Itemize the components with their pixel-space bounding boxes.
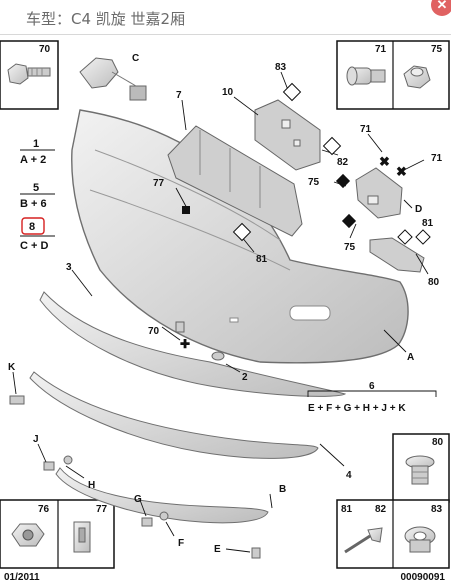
clip-71-icon xyxy=(346,66,386,86)
group-8-number: 8 xyxy=(29,221,35,233)
box-label-76: 76 xyxy=(38,504,50,515)
label-71-b: 71 xyxy=(431,153,443,164)
box-label-75: 75 xyxy=(431,44,443,55)
close-icon: ✕ xyxy=(436,0,448,12)
part-box-71-75[interactable]: 71 75 xyxy=(336,40,450,110)
push-clip-80-icon xyxy=(405,455,435,485)
rivet-81-icon xyxy=(344,527,383,554)
label-10: 10 xyxy=(222,87,234,98)
box-label-70: 70 xyxy=(39,44,51,55)
box-label-82: 82 xyxy=(375,504,387,515)
bracket-C-icon xyxy=(79,57,147,101)
footer-code: 00090091 xyxy=(400,572,446,583)
box-label-83: 83 xyxy=(431,504,443,515)
marker-x-a: ✖ xyxy=(379,154,390,169)
label-F: F xyxy=(178,538,184,549)
marker-plus: ✚ xyxy=(180,337,190,351)
group-1-number: 1 xyxy=(33,138,39,150)
label-82: 82 xyxy=(337,157,349,168)
group-8-legend[interactable]: 8 C + D xyxy=(20,217,55,252)
group-5-number: 5 xyxy=(33,182,39,194)
label-6: 6 xyxy=(369,381,375,392)
screw-G-icon xyxy=(141,517,153,527)
clip-77-icon xyxy=(73,521,91,553)
nut-75-icon xyxy=(403,65,431,89)
clip-H-icon xyxy=(63,455,73,465)
screw-70-icon xyxy=(175,321,185,333)
label-4: 4 xyxy=(346,470,352,481)
label-75-a: 75 xyxy=(308,177,320,188)
side-bracket-D[interactable] xyxy=(355,167,403,219)
label-3: 3 xyxy=(66,262,72,273)
label-81-a: 81 xyxy=(422,218,434,229)
label-80: 80 xyxy=(428,277,440,288)
label-D: D xyxy=(415,204,422,215)
box-label-81: 81 xyxy=(341,504,353,515)
header-bar: 车型：C4 凯旋 世嘉2厢 xyxy=(0,0,451,35)
part-box-80[interactable]: 80 xyxy=(392,433,450,503)
kit-6-letters: E + F + G + H + J + K xyxy=(308,403,406,414)
label-75-b: 75 xyxy=(344,242,356,253)
label-83: 83 xyxy=(275,62,287,73)
footer-date: 01/2011 xyxy=(4,572,40,583)
page-title: 车型：C4 凯旋 世嘉2厢 xyxy=(26,10,186,28)
leader-lines xyxy=(12,71,437,553)
label-70: 70 xyxy=(148,326,160,337)
nut-76-icon xyxy=(11,523,45,547)
screw-J-icon xyxy=(43,461,55,471)
screw-K-icon xyxy=(9,395,25,405)
label-K: K xyxy=(8,362,16,373)
box-label-77: 77 xyxy=(96,504,108,515)
group-1-legend: 1 A + 2 xyxy=(20,138,55,166)
box-label-80: 80 xyxy=(432,437,444,448)
diffuser-4[interactable] xyxy=(29,371,319,459)
group-5-letters: B + 6 xyxy=(20,198,47,210)
label-A: A xyxy=(407,352,414,363)
group-5-legend: 5 B + 6 xyxy=(20,182,55,210)
group-1-letters: A + 2 xyxy=(20,154,46,166)
label-2: 2 xyxy=(242,372,248,383)
box-label-71: 71 xyxy=(375,44,387,55)
close-button[interactable]: ✕ xyxy=(431,0,451,16)
pin-2-icon xyxy=(211,351,225,361)
part-box-81-82-83[interactable]: 81 82 83 xyxy=(336,499,450,569)
label-E: E xyxy=(214,544,221,555)
label-C: C xyxy=(132,53,139,64)
label-B: B xyxy=(279,484,286,495)
grommet-83-icon xyxy=(404,526,436,553)
lower-trim-B[interactable] xyxy=(55,467,269,524)
label-77: 77 xyxy=(153,178,165,189)
impact-absorber-7[interactable] xyxy=(167,125,303,237)
marker-set: ✖ ✖ ✚ xyxy=(180,82,431,351)
part-box-70[interactable]: 70 xyxy=(0,40,59,110)
clip-F-icon xyxy=(159,511,169,521)
label-81-b: 81 xyxy=(256,254,268,265)
bolt-70-icon xyxy=(7,63,51,85)
marker-x-b: ✖ xyxy=(396,164,407,179)
screw-E-icon xyxy=(251,547,261,559)
label-71-a: 71 xyxy=(360,124,372,135)
callout-labels: 7 10 83 82 71 71 75 D 81 75 80 77 81 3 7… xyxy=(8,62,443,555)
label-H: H xyxy=(88,480,95,491)
part-box-76-77[interactable]: 76 77 xyxy=(0,499,115,569)
label-7: 7 xyxy=(176,90,182,101)
group-8-letters: C + D xyxy=(20,240,48,252)
side-bracket-80[interactable] xyxy=(369,237,425,273)
label-J: J xyxy=(33,434,39,445)
lower-trim-3[interactable] xyxy=(39,291,347,397)
bracket-plate-10[interactable] xyxy=(254,99,321,171)
label-G: G xyxy=(134,494,142,505)
